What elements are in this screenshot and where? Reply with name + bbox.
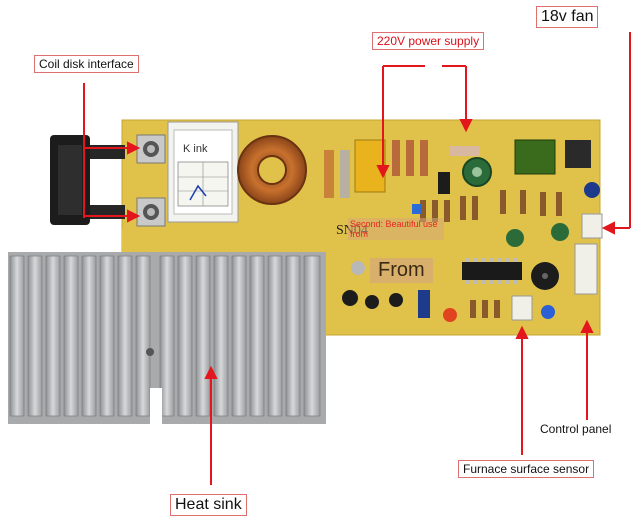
switching-transformer <box>514 139 556 175</box>
component-row-lower <box>342 261 555 322</box>
heat-sink-screw-hole <box>146 348 154 356</box>
heat-sink-fins <box>9 255 321 417</box>
component-row-middle <box>420 190 562 222</box>
microcontroller-ic <box>462 258 522 284</box>
toroidal-inductor <box>237 135 307 205</box>
label-coil-disk-interface: Coil disk interface <box>34 55 139 73</box>
heat-sink <box>8 252 326 428</box>
label-furnace-sensor: Furnace surface sensor <box>458 460 595 478</box>
screw-terminal-bottom <box>136 197 166 227</box>
cap-mid-2 <box>551 223 569 241</box>
heat-sink-notch <box>150 388 162 428</box>
transformer <box>167 121 239 223</box>
cap-mid-1 <box>506 229 524 247</box>
label-heat-sink: Heat sink <box>170 494 247 516</box>
electrolytic-capacitor <box>462 157 492 187</box>
label-power-supply: 220V power supply <box>372 32 485 50</box>
annotation-arrows <box>83 32 631 485</box>
transformer-brand: K ink <box>183 143 208 155</box>
relay-block <box>565 140 591 168</box>
blue-cap <box>412 204 422 214</box>
small-capacitor <box>584 182 600 198</box>
buzzer <box>531 262 559 290</box>
label-fan: 18v fan <box>536 6 599 28</box>
overlay-second-text: Second: Beautiful use from <box>348 218 444 240</box>
overlay-from-text: From <box>370 258 433 283</box>
screw-terminal-top <box>136 134 166 164</box>
label-control-panel: Control panel <box>540 422 612 436</box>
control-panel-connector <box>574 243 598 295</box>
sensor-connector <box>511 295 533 321</box>
fan-connector <box>581 213 603 239</box>
